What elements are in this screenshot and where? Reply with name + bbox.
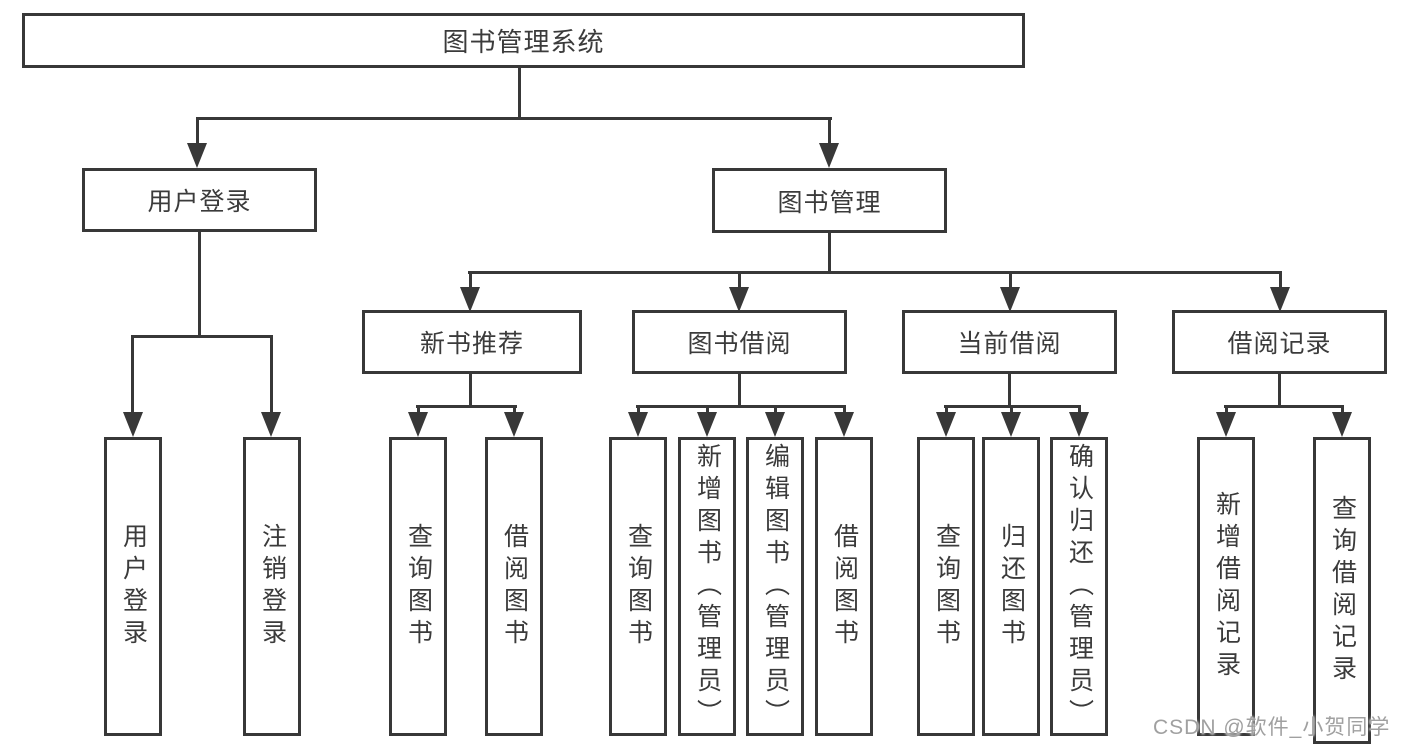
connector-drop-book-mgmt	[828, 117, 831, 145]
node-user-login: 用户登录	[82, 168, 317, 232]
leaf-confirm-return-admin: 确认归还（管理员）	[1050, 437, 1108, 736]
arrow-down-icon	[1270, 287, 1290, 312]
arrow-down-icon	[819, 143, 839, 168]
connector-drop-leaf	[843, 405, 846, 414]
node-label: 图书管理系统	[442, 27, 605, 57]
leaf-edit-book-admin: 编辑图书（管理员）	[746, 437, 804, 736]
connector-rail-level3	[468, 271, 1282, 274]
connector-drop-leaf	[706, 405, 709, 414]
connector-rail-records	[1224, 405, 1344, 408]
connector-borrow-stem	[738, 374, 741, 408]
connector-drop-leaf	[637, 405, 640, 414]
node-label: 查询图书	[932, 522, 961, 651]
connector-rail-borrow	[636, 405, 846, 408]
node-label: 借阅图书	[830, 522, 859, 651]
arrow-down-icon	[1000, 287, 1020, 312]
node-label: 用户登录	[147, 188, 252, 216]
node-label: 新书推荐	[419, 330, 524, 358]
arrow-down-icon	[123, 412, 143, 437]
node-label: 当前借阅	[957, 330, 1062, 358]
connector-login-stem	[198, 232, 201, 338]
connector-drop-borrow	[738, 271, 741, 289]
connector-drop-user-login	[196, 117, 199, 145]
node-book-management: 图书管理	[712, 168, 947, 233]
connector-drop-leaf	[270, 335, 273, 414]
connector-newbook-stem	[469, 374, 472, 408]
arrow-down-icon	[765, 412, 785, 437]
arrow-down-icon	[408, 412, 428, 437]
leaf-return-book: 归还图书	[982, 437, 1040, 736]
connector-drop-leaf	[1225, 405, 1228, 414]
node-new-book-recommend: 新书推荐	[362, 310, 582, 374]
node-system-root: 图书管理系统	[22, 13, 1025, 68]
leaf-logout: 注销登录	[243, 437, 301, 736]
connector-drop-leaf	[774, 405, 777, 414]
node-label: 确认归还（管理员）	[1065, 442, 1094, 731]
leaf-borrow-books: 借阅图书	[815, 437, 873, 736]
node-book-borrowing: 图书借阅	[632, 310, 847, 374]
arrow-down-icon	[187, 143, 207, 168]
node-label: 借阅图书	[500, 522, 529, 651]
arrow-down-icon	[460, 287, 480, 312]
csdn-watermark: CSDN @软件_小贺同学	[1153, 716, 1391, 739]
node-label: 新增图书（管理员）	[693, 442, 722, 731]
node-label: 用户登录	[119, 522, 148, 651]
node-current-borrowing: 当前借阅	[902, 310, 1117, 374]
connector-drop-leaf	[417, 405, 420, 414]
arrow-down-icon	[628, 412, 648, 437]
connector-drop-leaf	[131, 335, 134, 414]
node-label: 借阅记录	[1227, 330, 1332, 358]
node-label: 图书借阅	[687, 330, 792, 358]
node-label: 查询图书	[624, 522, 653, 651]
leaf-add-borrow-record: 新增借阅记录	[1197, 437, 1255, 736]
connector-drop-leaf	[513, 405, 516, 414]
arrow-down-icon	[1332, 412, 1352, 437]
connector-bookmgmt-stem	[828, 232, 831, 274]
arrow-down-icon	[261, 412, 281, 437]
leaf-current-query-books: 查询图书	[917, 437, 975, 736]
connector-drop-leaf	[1341, 405, 1344, 414]
connector-drop-leaf	[1010, 405, 1013, 414]
arrow-down-icon	[729, 287, 749, 312]
connector-rail-newbook	[416, 405, 517, 408]
arrow-down-icon	[834, 412, 854, 437]
node-label: 注销登录	[258, 522, 287, 651]
leaf-user-login: 用户登录	[104, 437, 162, 736]
leaf-newbook-borrow-books: 借阅图书	[485, 437, 543, 736]
node-label: 查询图书	[404, 522, 433, 651]
leaf-borrow-query-books: 查询图书	[609, 437, 667, 736]
node-label: 归还图书	[997, 522, 1026, 651]
arrow-down-icon	[936, 412, 956, 437]
connector-root-stem	[518, 68, 521, 120]
leaf-query-borrow-record: 查询借阅记录	[1313, 437, 1371, 744]
node-label: 编辑图书（管理员）	[761, 442, 790, 731]
node-label: 新增借阅记录	[1212, 490, 1241, 683]
arrow-down-icon	[1069, 412, 1089, 437]
connector-drop-records	[1279, 271, 1282, 289]
node-label: 图书管理	[777, 188, 882, 217]
connector-rail-login	[131, 335, 273, 338]
arrow-down-icon	[1216, 412, 1236, 437]
connector-rail-level2	[196, 117, 832, 120]
connector-current-stem	[1008, 374, 1011, 408]
connector-drop-newbook	[469, 271, 472, 289]
arrow-down-icon	[697, 412, 717, 437]
arrow-down-icon	[1001, 412, 1021, 437]
connector-drop-leaf	[1078, 405, 1081, 414]
node-label: 查询借阅记录	[1328, 494, 1357, 687]
arrow-down-icon	[504, 412, 524, 437]
connector-records-stem	[1278, 374, 1281, 408]
connector-drop-leaf	[945, 405, 948, 414]
node-borrowing-records: 借阅记录	[1172, 310, 1387, 374]
leaf-newbook-query-books: 查询图书	[389, 437, 447, 736]
connector-drop-current	[1009, 271, 1012, 289]
leaf-add-book-admin: 新增图书（管理员）	[678, 437, 736, 736]
